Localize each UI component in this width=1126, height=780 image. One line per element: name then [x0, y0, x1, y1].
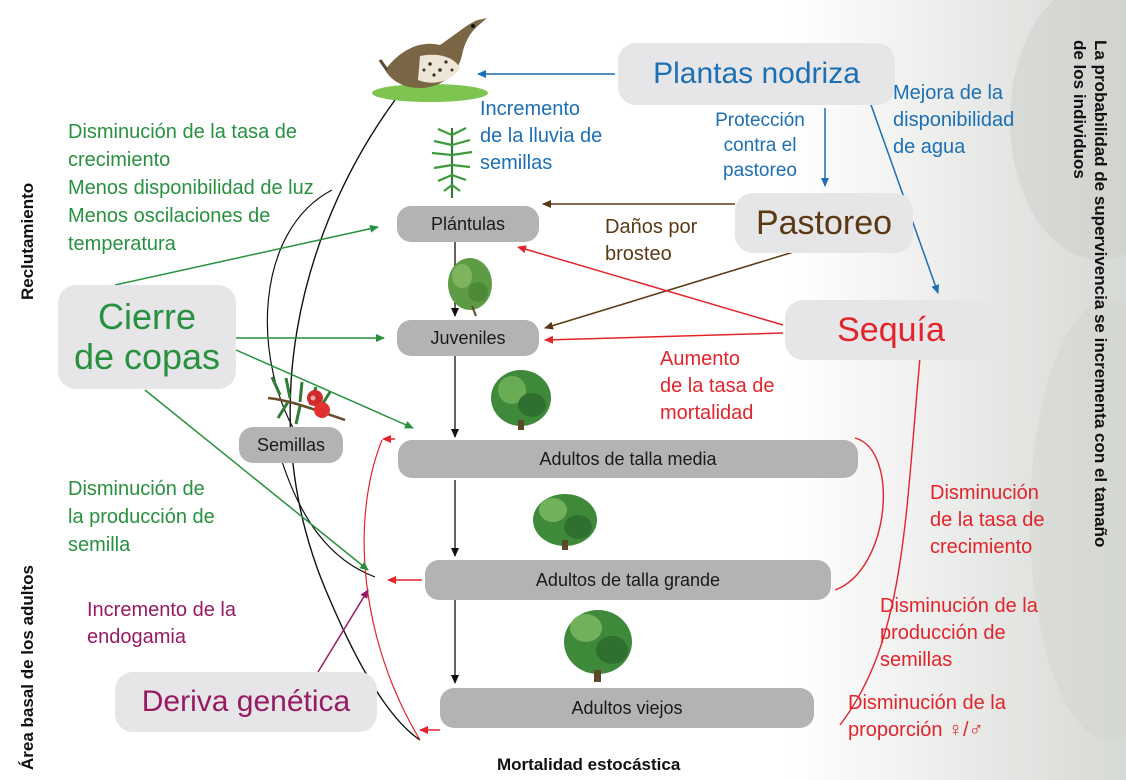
axis-left-top: Reclutamiento [18, 182, 37, 300]
red-semillas-line3: semillas [880, 649, 953, 671]
blue-proteccion-line2: contra el [723, 135, 797, 156]
green-bottom-line2: la producción de [68, 506, 215, 528]
stage-semillas: Semillas [239, 427, 343, 463]
stage-juveniles: Juveniles [397, 320, 539, 356]
cierre-line2: de copas [73, 336, 221, 377]
red-proporcion-annotation: Disminución de la proporción ♀/♂ [848, 690, 1006, 744]
purple-endogamia-line1: Incremento de la [87, 599, 236, 621]
red-semillas-annotation: Disminución de la producción de semillas [880, 593, 1038, 674]
green-bottom-annotation: Disminución de la producción de semilla [68, 475, 215, 559]
stage-adultos-viejos: Adultos viejos [440, 688, 814, 728]
factor-sequia: Sequía [785, 300, 997, 360]
green-bottom-line3: semilla [68, 534, 131, 556]
large-shrub-icon [533, 494, 597, 550]
green-top-line2: crecimiento [68, 149, 171, 171]
old-shrub-icon [564, 610, 632, 682]
medium-shrub-icon [491, 370, 551, 430]
blue-agua-line2: disponibilidad [893, 109, 1015, 131]
blue-proteccion-annotation: Protección contra el pastoreo [700, 108, 820, 183]
red-crecimiento-line2: de la tasa de [930, 509, 1045, 531]
green-top-line4: Menos oscilaciones de [68, 205, 271, 227]
green-top-line5: temperatura [68, 233, 176, 255]
arrow-sequia-juveniles [544, 332, 784, 344]
seedling-icon [431, 127, 473, 198]
red-crecimiento-annotation: Disminución de la tasa de crecimiento [930, 480, 1045, 561]
blue-proteccion-line1: Protección [715, 110, 805, 131]
stage-adultos-media: Adultos de talla media [398, 440, 858, 478]
red-bracket-right [839, 357, 921, 726]
blue-agua-line3: de agua [893, 136, 966, 158]
red-mortalidad-line3: mortalidad [660, 402, 754, 424]
arrow-pastoreo-juveniles [544, 249, 801, 330]
axis-right-line1: La probabilidad de supervivencia se incr… [1091, 40, 1110, 548]
blue-agua-annotation: Mejora de la disponibilidad de agua [893, 80, 1014, 161]
arrow-cierre-media [235, 349, 414, 429]
stage-plantulas: Plántulas [397, 206, 539, 242]
bird-icon [372, 18, 488, 102]
blue-lluvia-line1: Incremento [480, 98, 581, 120]
cierre-line1: Cierre [97, 295, 196, 337]
arrow-cierre-plantulas [114, 224, 379, 286]
blue-lluvia-line2: de la lluvia de [480, 125, 603, 147]
axis-right-line2: de los individuos [1070, 40, 1089, 179]
brown-danos-line1: Daños por [605, 216, 698, 238]
factor-deriva-genetica: Deriva genética [115, 672, 377, 732]
axis-left-bottom: Área basal de los adultos [18, 564, 37, 770]
green-bottom-line1: Disminución de [68, 478, 205, 500]
green-top-annotation: Disminución de la tasa de crecimiento Me… [68, 118, 314, 258]
cycle-curve-outer [289, 99, 421, 741]
red-proporcion-line2: proporción ♀/♂ [848, 719, 984, 741]
blue-agua-line1: Mejora de la [893, 82, 1004, 104]
red-bracket-media [834, 437, 885, 591]
factor-cierre-copas: Cierre de copas [58, 285, 236, 389]
arrow-deriva [317, 589, 369, 673]
factor-pastoreo: Pastoreo [735, 193, 913, 253]
blue-proteccion-line3: pastoreo [723, 160, 797, 181]
axis-bottom: Mortalidad estocástica [497, 755, 681, 774]
brown-danos-annotation: Daños por brosteo [605, 214, 697, 268]
berry-branch-icon [267, 376, 346, 425]
red-crecimiento-line3: crecimiento [930, 536, 1033, 558]
purple-endogamia-line2: endogamia [87, 626, 186, 648]
stage-adultos-grande: Adultos de talla grande [425, 560, 831, 600]
green-top-line1: Disminución de la tasa de [68, 121, 298, 143]
red-proporcion-line1: Disminución de la [848, 692, 1006, 714]
red-semillas-line2: producción de [880, 622, 1006, 644]
red-mortalidad-line2: de la tasa de [660, 375, 775, 397]
factor-plantas-nodriza: Plantas nodriza [618, 43, 895, 105]
juvenile-shrub-icon [448, 258, 492, 317]
blue-lluvia-annotation: Incremento de la lluvia de semillas [480, 96, 602, 177]
green-top-line3: Menos disponibilidad de luz [68, 177, 314, 199]
arrow-cierre-grande [144, 389, 369, 571]
red-crecimiento-line1: Disminución [930, 482, 1039, 504]
purple-endogamia-annotation: Incremento de la endogamia [87, 597, 236, 651]
red-semillas-line1: Disminución de la [880, 595, 1038, 617]
red-mortalidad-line1: Aumento [660, 348, 741, 370]
red-mortalidad-annotation: Aumento de la tasa de mortalidad [660, 346, 775, 427]
arrow-sequia-plantulas [517, 245, 784, 326]
red-bracket-left [363, 439, 421, 741]
brown-danos-line2: brosteo [605, 243, 672, 265]
blue-lluvia-line3: semillas [480, 152, 553, 174]
